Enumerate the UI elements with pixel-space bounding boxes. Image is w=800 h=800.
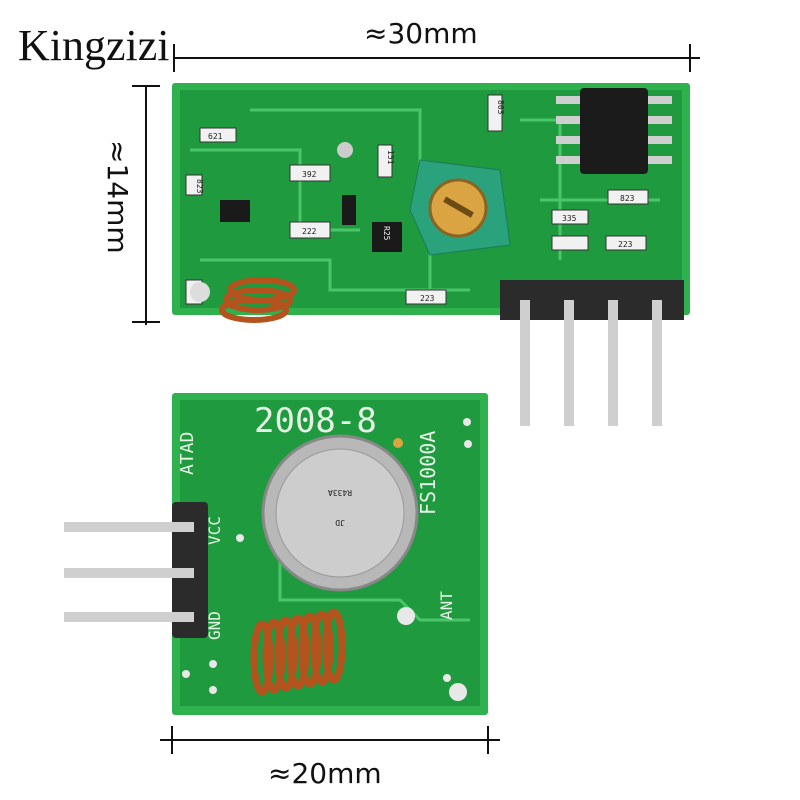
- component-code: 823: [620, 194, 635, 203]
- component-code: 803: [496, 100, 505, 115]
- date-code: 2008-8: [254, 401, 377, 441]
- potentiometer: [409, 159, 511, 256]
- resonator-code: JD: [335, 518, 345, 527]
- dimension-lines: [132, 44, 700, 754]
- transmitter-board: 2008-8 FS1000A ATAD VCC GND ANT R433A JD: [64, 393, 488, 715]
- component-code: 621: [208, 132, 223, 141]
- receiver-pins: [520, 300, 662, 426]
- model-label: FS1000A: [416, 431, 440, 515]
- transmitter-pins: [64, 522, 194, 622]
- component-code: 392: [302, 170, 317, 179]
- resonator-label: R433A: [328, 488, 352, 497]
- receiver-board: 621 823 392 222 151 335 223 R25 803 823 …: [172, 83, 690, 426]
- pin-label-gnd: GND: [205, 611, 224, 640]
- saw-resonator: R433A JD: [261, 434, 419, 592]
- component-code: 223: [618, 240, 633, 249]
- receiver-width-label: ≈30mm: [364, 17, 478, 50]
- component-code: 223: [420, 294, 435, 303]
- watermark-logo: Kingzizi: [18, 21, 170, 70]
- transmitter-width-label: ≈20mm: [268, 757, 382, 790]
- transmitter-coil: [250, 608, 346, 696]
- component-code: 335: [562, 214, 577, 223]
- component-code: R25: [382, 226, 391, 241]
- pin-label-data: ATAD: [177, 432, 198, 475]
- component-code: 151: [386, 150, 395, 165]
- receiver-coil: [219, 277, 297, 323]
- pin-label-ant: ANT: [437, 591, 456, 620]
- component-code: 823: [195, 179, 204, 194]
- component-code: 222: [302, 227, 317, 236]
- pin-label-vcc: VCC: [205, 516, 224, 545]
- receiver-height-label: ≈14mm: [101, 140, 134, 254]
